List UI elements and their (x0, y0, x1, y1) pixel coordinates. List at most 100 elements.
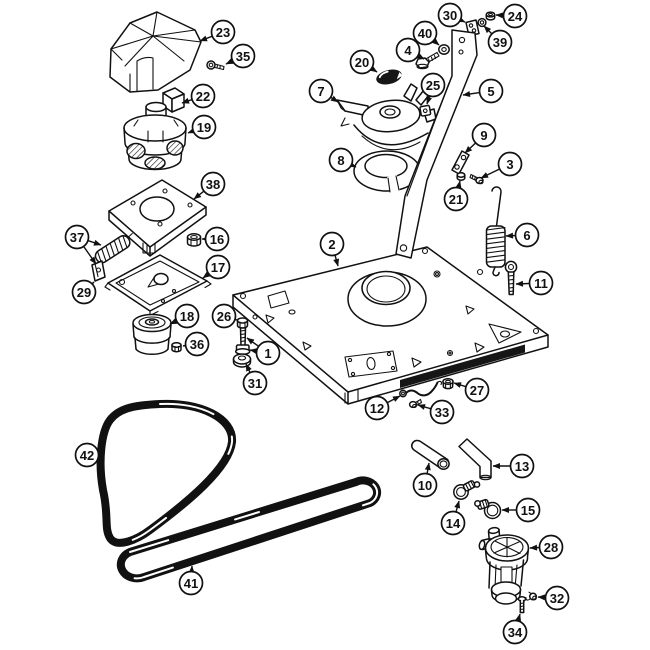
callout-33: 33 (417, 399, 455, 425)
part-motor-pulley (132, 313, 172, 356)
callout-leader-line (462, 91, 480, 97)
part-nut-24 (485, 11, 496, 21)
callout-circle (395, 37, 421, 63)
callout-15: 15 (501, 497, 541, 523)
callout-30: 30 (437, 2, 466, 28)
callout-number: 30 (443, 8, 457, 23)
callout-number: 9 (480, 128, 487, 143)
callout-circle (497, 151, 523, 177)
part-screw-3 (469, 173, 484, 185)
callout-circle (471, 122, 497, 148)
callout-circle (443, 186, 469, 212)
part-washer-39 (477, 17, 487, 28)
callout-leader-line (455, 180, 462, 189)
part-nut-21 (456, 172, 466, 181)
callout-circle (210, 19, 236, 45)
callout-21: 21 (443, 180, 469, 212)
callout-number: 3 (506, 157, 513, 172)
callout-22: 22 (181, 83, 216, 109)
callout-number: 38 (206, 177, 220, 192)
callout-leader-line (454, 500, 461, 513)
part-ground-wire (399, 380, 442, 398)
parts-artwork (91, 11, 549, 614)
callout-number: 26 (217, 309, 231, 324)
callout-18: 18 (169, 303, 200, 329)
callout-leader-line (169, 318, 178, 325)
callout-leader-line (202, 271, 211, 279)
part-leveling-bolt (234, 327, 251, 356)
part-coupling-insert (162, 87, 185, 113)
callout-7: 7 (308, 78, 339, 104)
callout-leader-line (181, 97, 193, 104)
part-mount-spring (94, 232, 133, 265)
callout-circle (71, 279, 97, 305)
callout-circle (211, 303, 237, 329)
callout-35: 35 (225, 43, 256, 69)
callout-16: 16 (201, 226, 230, 252)
callout-42: 42 (74, 442, 101, 468)
callout-circle (205, 254, 231, 280)
callout-circle (538, 534, 564, 560)
callout-number: 28 (544, 540, 558, 555)
callout-leader-line (515, 613, 522, 622)
part-elbow-hose (458, 438, 492, 481)
callout-number: 35 (236, 49, 250, 64)
callout-leader-line (187, 127, 196, 134)
callout-28: 28 (529, 534, 564, 560)
callout-number: 7 (317, 84, 324, 99)
callout-circle (544, 585, 570, 611)
callout-leader-line (515, 280, 530, 287)
callout-leader-line (83, 245, 97, 265)
callout-number: 1 (264, 346, 271, 361)
callout-number: 21 (449, 192, 463, 207)
callout-circle (464, 377, 490, 403)
callout-number: 22 (196, 89, 210, 104)
callout-layer: 1234567891011121314151617181920212223242… (64, 2, 570, 645)
callout-circle (502, 619, 528, 645)
callout-14: 14 (440, 500, 466, 536)
callout-circle (184, 331, 210, 357)
part-leveling-bolt-nut (236, 317, 249, 329)
callout-8: 8 (328, 147, 357, 173)
callout-circle (420, 72, 446, 98)
part-pump-belt (96, 399, 237, 547)
callout-circle (440, 510, 466, 536)
callout-number: 17 (211, 260, 225, 275)
callout-number: 19 (197, 120, 211, 135)
callout-number: 41 (184, 576, 198, 591)
callout-number: 40 (418, 26, 432, 41)
callout-27: 27 (453, 377, 490, 403)
callout-13: 13 (492, 453, 535, 479)
part-link-bracket (451, 150, 470, 175)
callout-10: 10 (412, 462, 438, 498)
part-pump (478, 526, 530, 605)
callout-26: 26 (211, 303, 238, 329)
callout-circle (174, 303, 200, 329)
part-friction-pad (376, 69, 403, 85)
callout-number: 34 (508, 625, 523, 640)
callout-leader-line (193, 190, 205, 200)
part-drive-belt (116, 476, 382, 583)
callout-29: 29 (71, 279, 97, 305)
part-mount-nut (186, 233, 202, 247)
callout-number: 32 (550, 591, 564, 606)
part-base-plate (232, 246, 549, 405)
callout-circle (328, 147, 354, 173)
callout-circle (230, 43, 256, 69)
part-screw-32 (525, 591, 538, 601)
callout-circle (178, 570, 204, 596)
callout-number: 11 (534, 276, 548, 291)
callout-number: 2 (328, 237, 335, 252)
callout-number: 24 (508, 9, 523, 24)
callout-37: 37 (64, 224, 102, 265)
part-top-cover (109, 11, 202, 93)
callout-leader-line (245, 363, 252, 373)
callout-number: 31 (248, 376, 262, 391)
callout-number: 36 (190, 337, 204, 352)
callout-36: 36 (182, 331, 210, 357)
part-pump-bolt (517, 596, 527, 614)
callout-4: 4 (395, 37, 425, 63)
callout-32: 32 (537, 585, 570, 611)
callout-circle (509, 453, 535, 479)
